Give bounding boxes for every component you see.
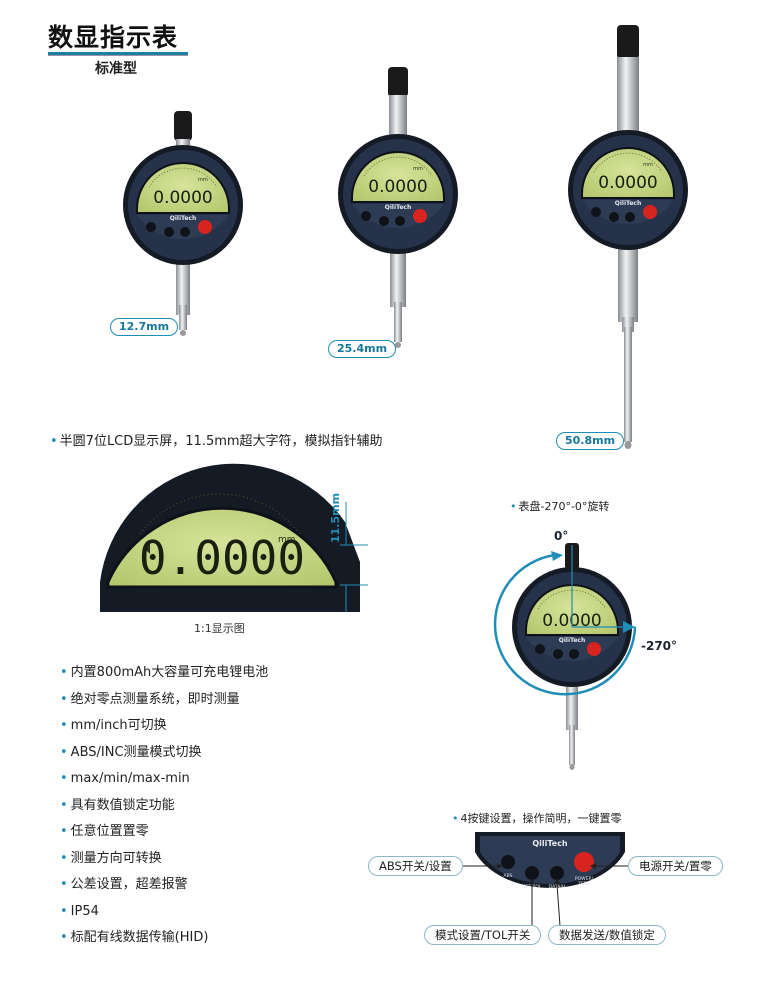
feature-list: •内置800mAh大容量可充电锂电池 •绝对零点测量系统，即时测量 •mm/in… <box>60 660 268 952</box>
callout-mode: 模式设置/TOL开关 <box>424 925 542 945</box>
lcd-unit: mm <box>198 177 208 183</box>
lcd-closeup: 0.0000 mm <box>100 463 368 612</box>
bullet-dot: • <box>452 812 459 825</box>
button-panel-closeup: QiliTech ABS SET/TOL DATA/H POWER/ ZERO <box>475 832 625 890</box>
gauge-spindle <box>394 302 402 342</box>
gauge-50-8mm: 0.0000 mm QiliTech <box>567 25 689 449</box>
feature-item: •max/min/max-min <box>60 771 190 786</box>
gauge-tip <box>624 441 632 449</box>
power-zero-button[interactable] <box>574 852 594 872</box>
feature-item: •绝对零点测量系统，即时测量 <box>60 691 240 707</box>
note-keys: •4按键设置，操作简明，一键置零 <box>452 810 622 826</box>
set-tol-button[interactable] <box>525 866 539 880</box>
abs-button-label: ABS <box>504 873 513 879</box>
gauge-cap <box>174 111 192 141</box>
title-underline-thin <box>48 55 188 56</box>
brand-logo: QiliTech <box>385 204 411 211</box>
lcd-value: 0.0000 <box>368 177 427 197</box>
closeup-lcd-value: 0.0000 <box>139 531 305 585</box>
closeup-caption: 1:1显示图 <box>194 622 245 635</box>
feature-item: •内置800mAh大容量可充电锂电池 <box>60 665 269 680</box>
power-zero-label-line2: ZERO <box>578 881 591 887</box>
lcd-unit: mm <box>413 166 423 172</box>
gauge-tip <box>395 342 401 348</box>
page-title: 数显指示表 <box>48 23 179 52</box>
page-subtitle: 标准型 <box>95 61 137 77</box>
gauge-top-stem <box>617 57 639 152</box>
lcd-value: 0.0000 <box>598 173 657 193</box>
feature-item: •标配有线数据传输(HID) <box>60 930 209 945</box>
note-rotation: •表盘-270°-0°旋转 <box>510 498 609 514</box>
title-underline <box>48 52 188 55</box>
gauge-cap <box>388 67 408 97</box>
gauge-top-stem <box>176 139 190 149</box>
rotation-arrowhead <box>551 551 563 561</box>
range-tag-25-4: 25.4mm <box>328 340 397 358</box>
gauge-stem <box>176 255 190 315</box>
callout-power: 电源开关/置零 <box>628 856 723 876</box>
closeup-lcd-unit: mm <box>278 535 296 545</box>
brand-logo: QiliTech <box>615 200 641 207</box>
range-tag-50-8: 50.8mm <box>556 432 625 450</box>
feature-item: •任意位置置零 <box>60 824 149 839</box>
bullet-dot: • <box>510 500 517 513</box>
gauge-cap <box>617 25 639 59</box>
callout-abs: ABS开关/设置 <box>368 856 463 876</box>
lcd-value: 0.0000 <box>153 188 212 208</box>
feature-item: •公差设置，超差报警 <box>60 877 188 892</box>
feature-item: •IP54 <box>60 903 99 919</box>
note-keys-text: 4按键设置，操作简明，一键置零 <box>460 812 622 825</box>
power-zero-label-line1: POWER/ <box>575 876 594 882</box>
lcd-unit: mm <box>643 162 653 168</box>
gauge-spindle <box>624 327 632 442</box>
gauge-25-4mm: 0.0000 mm QiliTech <box>337 67 459 348</box>
gauge-12-7mm: 0.0000 mm QiliTech <box>122 111 244 336</box>
rotation-arc <box>493 553 637 696</box>
feature-item: •测量方向可转换 <box>60 850 162 866</box>
range-tag-12-7: 12.7mm <box>110 318 179 336</box>
brand-logo: QiliTech <box>559 637 585 644</box>
gauge-spindle <box>179 305 187 330</box>
feature-item: •具有数值锁定功能 <box>60 797 175 813</box>
brand-logo: QiliTech <box>170 215 196 222</box>
gauge-stem <box>618 242 638 322</box>
data-hold-button[interactable] <box>550 866 564 880</box>
note-display-text: 半圆7位LCD显示屏，11.5mm超大字符，模拟指针辅助 <box>59 434 383 449</box>
note-display: •半圆7位LCD显示屏，11.5mm超大字符，模拟指针辅助 <box>50 430 383 449</box>
callout-data: 数据发送/数值锁定 <box>548 925 666 945</box>
rotation-neg270-label: -270° <box>641 639 677 653</box>
feature-item: •ABS/INC测量模式切换 <box>60 744 202 760</box>
panel-brand-logo: QiliTech <box>532 839 568 848</box>
bullet-dot: • <box>50 434 58 449</box>
abs-button[interactable] <box>501 855 515 869</box>
note-rotation-text: 表盘-270°-0°旋转 <box>518 500 610 513</box>
feature-item: •mm/inch可切换 <box>60 718 167 733</box>
gauge-stem <box>390 252 406 307</box>
rotation-gauge: 0.0000 QiliTech 0° -270° <box>493 529 677 770</box>
gauge-tip <box>180 330 186 336</box>
rotation-zero-label: 0° <box>554 529 568 543</box>
